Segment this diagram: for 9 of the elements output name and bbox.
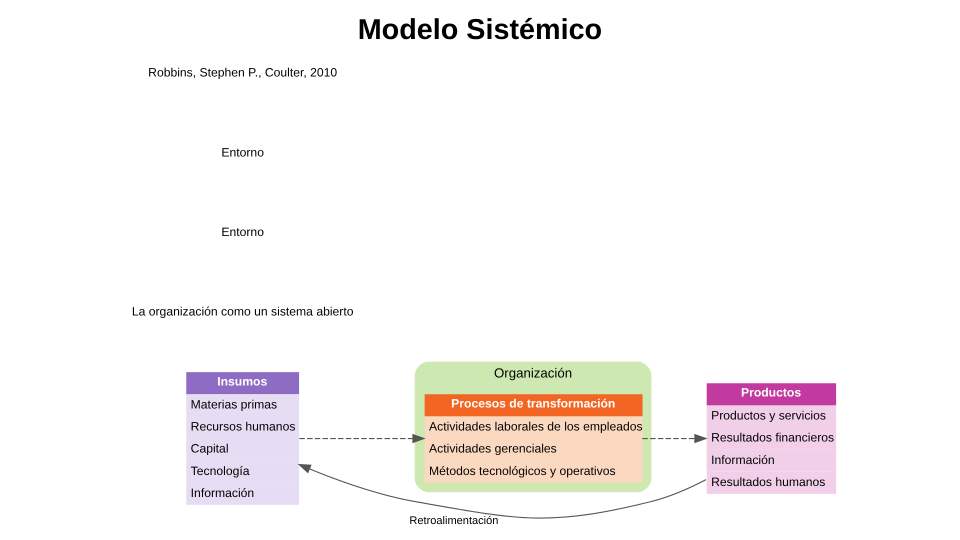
label: Entorno [220,224,264,239]
diagram-title: Modelo Sistémico [357,14,602,46]
edge-label: Retroalimentación [408,514,498,527]
arrow [642,434,708,444]
arrow [298,434,426,444]
label: Entorno [220,145,264,160]
label: La organización como un sistema abierto [131,304,353,319]
label: Robbins, Stephen P., Coulter, 2010 [148,66,337,80]
arrow [297,464,706,519]
